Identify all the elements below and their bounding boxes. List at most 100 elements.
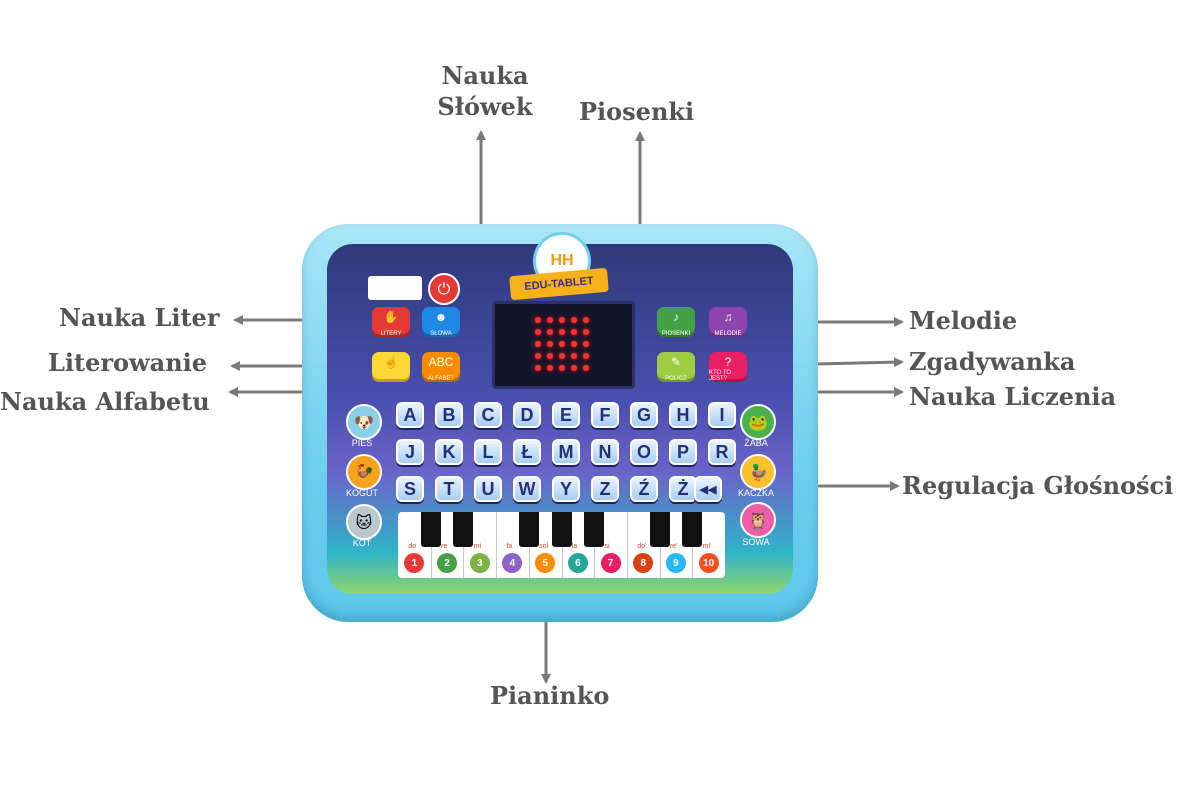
letter-key[interactable]: Ł: [513, 439, 541, 465]
piano-key-divider: [626, 512, 628, 578]
piano-black-key[interactable]: [682, 512, 703, 547]
person-icon: ☻: [434, 310, 448, 324]
piano-key-number[interactable]: 10: [698, 553, 719, 573]
piano-black-key[interactable]: [584, 512, 605, 547]
piano-key-number[interactable]: 1: [404, 553, 425, 573]
label-melodie: Melodie: [909, 306, 1018, 335]
led-dot: [559, 317, 565, 323]
power-icon[interactable]: ⏻: [428, 273, 460, 305]
led-dot: [547, 317, 553, 323]
led-dot: [535, 317, 541, 323]
piano-black-key[interactable]: [649, 512, 670, 547]
solfege-label: re: [441, 543, 448, 550]
letter-key[interactable]: W: [513, 476, 541, 502]
piano-key-number[interactable]: 7: [600, 553, 621, 573]
piano-black-key[interactable]: [420, 512, 441, 547]
letter-key[interactable]: E: [552, 402, 580, 428]
led-dot: [571, 353, 577, 359]
music-note-icon: ♪: [673, 310, 679, 324]
duck-icon[interactable]: 🦆: [740, 454, 776, 490]
mode-button-zgadywanka[interactable]: ?KTO TO JEST?: [709, 352, 747, 382]
led-dot: [583, 353, 589, 359]
piano-key-number[interactable]: 4: [502, 553, 523, 573]
label-pianinko: Pianinko: [490, 681, 610, 710]
letter-key[interactable]: A: [396, 402, 424, 428]
letter-key[interactable]: U: [474, 476, 502, 502]
letter-key[interactable]: I: [708, 402, 736, 428]
letter-key[interactable]: J: [396, 439, 424, 465]
owl-icon[interactable]: 🦉: [740, 502, 776, 538]
mode-button-slowa[interactable]: ☻SŁOWA: [422, 307, 460, 337]
letter-key[interactable]: Ź: [630, 476, 658, 502]
dog-icon[interactable]: 🐶: [346, 404, 382, 440]
letter-key[interactable]: B: [435, 402, 463, 428]
letter-key[interactable]: F: [591, 402, 619, 428]
mode-button-literowanie[interactable]: ☝: [372, 352, 410, 382]
letter-key[interactable]: M: [552, 439, 580, 465]
solfege-label: re': [669, 543, 678, 550]
letter-key[interactable]: Z: [591, 476, 619, 502]
led-dot: [583, 341, 589, 347]
letter-key[interactable]: Ż: [669, 476, 697, 502]
solfege-label: mi: [473, 543, 482, 550]
letter-key[interactable]: O: [630, 439, 658, 465]
solfege-label: fa: [506, 543, 513, 550]
label-zgadywanka: Zgadywanka: [909, 347, 1076, 376]
piano-key-number[interactable]: 8: [633, 553, 654, 573]
led-dot: [583, 365, 589, 371]
letter-key[interactable]: H: [669, 402, 697, 428]
volume-key[interactable]: ◀◀: [694, 476, 722, 502]
led-dot: [583, 317, 589, 323]
animal-label-kaczka: KACZKA: [737, 488, 774, 498]
letter-key[interactable]: C: [474, 402, 502, 428]
frog-icon[interactable]: 🐸: [740, 404, 776, 440]
label-literowanie: Literowanie: [48, 348, 208, 377]
led-dot: [547, 329, 553, 335]
melody-icon: ♫: [723, 310, 733, 324]
mode-button-litery[interactable]: ✋LITERY: [372, 307, 410, 337]
led-dot: [535, 329, 541, 335]
letter-key[interactable]: P: [669, 439, 697, 465]
letter-key[interactable]: L: [474, 439, 502, 465]
label-regulacja-glosnosci: Regulacja Głośności: [902, 471, 1174, 500]
piano-key-number[interactable]: 6: [567, 553, 588, 573]
letter-key[interactable]: N: [591, 439, 619, 465]
led-dot: [583, 329, 589, 335]
led-dot: [571, 317, 577, 323]
led-dot: [535, 365, 541, 371]
led-dot: [559, 365, 565, 371]
piano-key-number[interactable]: 3: [469, 553, 490, 573]
led-dot: [547, 365, 553, 371]
cat-icon[interactable]: 🐱: [346, 504, 382, 540]
rooster-icon[interactable]: 🐓: [346, 454, 382, 490]
animal-label-kot: KOT: [352, 538, 372, 548]
piano-black-key[interactable]: [453, 512, 474, 547]
piano-key-number[interactable]: 2: [437, 553, 458, 573]
mode-button-melodie[interactable]: ♫MELODIE: [709, 307, 747, 337]
piano-black-key[interactable]: [518, 512, 539, 547]
led-dot: [571, 365, 577, 371]
hand-icon: ☝: [383, 355, 399, 369]
letter-key[interactable]: Y: [552, 476, 580, 502]
maker-logo: [368, 276, 422, 300]
piano-key-number[interactable]: 9: [665, 553, 686, 573]
label-nauka-liczenia: Nauka Liczenia: [909, 382, 1117, 411]
letter-key[interactable]: T: [435, 476, 463, 502]
letter-key[interactable]: K: [435, 439, 463, 465]
piano-key-divider: [496, 512, 498, 578]
mode-button-piosenki[interactable]: ♪PIOSENKI: [657, 307, 695, 337]
piano-key-number[interactable]: 5: [535, 553, 556, 573]
letter-key[interactable]: G: [630, 402, 658, 428]
counting-icon: ✎: [670, 355, 682, 369]
letter-key[interactable]: D: [513, 402, 541, 428]
piano-black-key[interactable]: [551, 512, 572, 547]
question-icon: ?: [724, 355, 732, 369]
label-nauka-alfabetu: Nauka Alfabetu: [0, 387, 210, 416]
solfege-label: sol: [539, 543, 549, 550]
letter-key[interactable]: R: [708, 439, 736, 465]
led-dot: [571, 341, 577, 347]
letter-key[interactable]: S: [396, 476, 424, 502]
animal-label-pies: PIES: [351, 438, 373, 448]
mode-button-liczenie[interactable]: ✎POLICZ: [657, 352, 695, 382]
